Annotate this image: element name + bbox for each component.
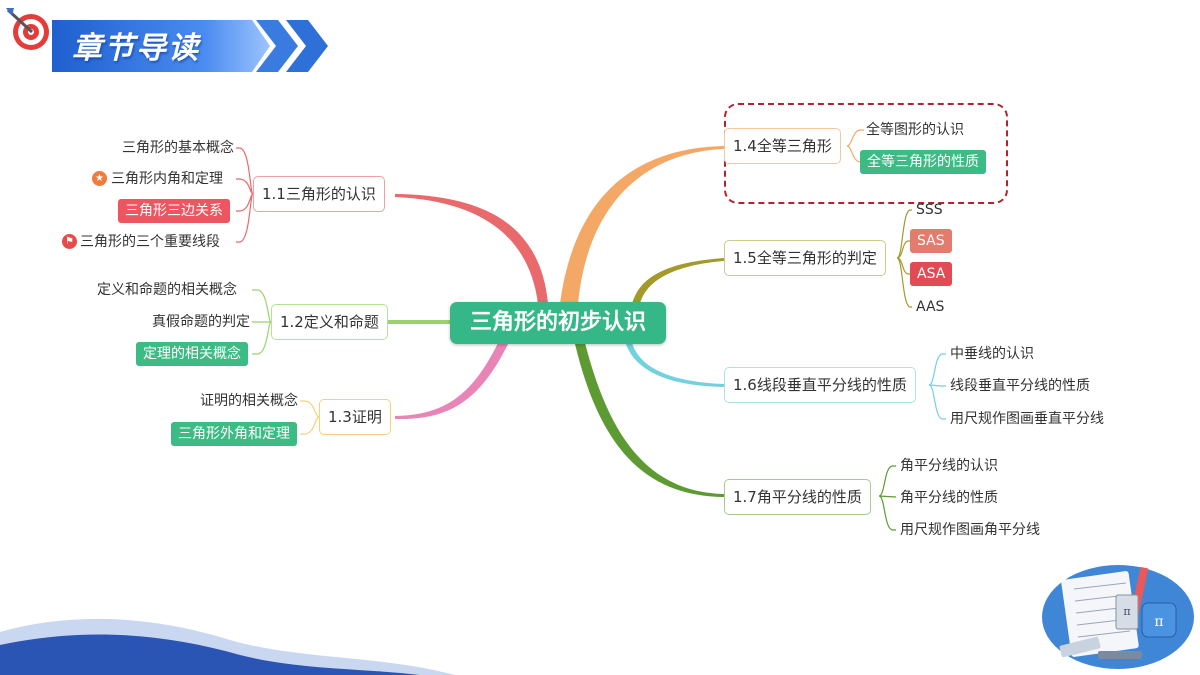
leaf-1-2-2[interactable]: 真假命题的判定 xyxy=(152,314,250,330)
leaf-1-2-1[interactable]: 定义和命题的相关概念 xyxy=(97,282,237,298)
leaf-1-1-3[interactable]: 三角形三边关系 xyxy=(118,199,230,223)
branch-link-1-3 xyxy=(395,343,508,420)
leaf-bracket-1-7 xyxy=(878,465,897,531)
leaf-1-5-4[interactable]: AAS xyxy=(916,299,945,315)
branch-1-6[interactable]: 1.6线段垂直平分线的性质 xyxy=(724,367,916,403)
leaf-1-5-1[interactable]: SSS xyxy=(916,202,943,218)
leaf-1-6-2[interactable]: 线段垂直平分线的性质 xyxy=(950,378,1090,394)
branch-link-1-5 xyxy=(632,258,724,304)
leaf-1-2-3[interactable]: 定理的相关概念 xyxy=(136,342,248,366)
leaf-bracket-1-5 xyxy=(896,209,912,308)
leaf-1-7-3[interactable]: 用尺规作图画角平分线 xyxy=(900,522,1040,538)
flag-icon: ⚑ xyxy=(62,234,77,249)
leaf-1-4-2[interactable]: 全等三角形的性质 xyxy=(860,150,986,174)
leaf-1-6-1[interactable]: 中垂线的认识 xyxy=(950,346,1034,362)
leaf-1-5-3[interactable]: ASA xyxy=(910,262,953,286)
leaf-bracket-1-1 xyxy=(236,147,254,243)
leaf-1-4-1[interactable]: 全等图形的认识 xyxy=(866,122,964,138)
leaf-1-1-1[interactable]: 三角形的基本概念 xyxy=(122,140,234,156)
leaf-1-1-4[interactable]: 三角形的三个重要线段 xyxy=(80,234,220,250)
leaf-bracket-1-2 xyxy=(252,289,272,355)
leaf-1-3-2[interactable]: 三角形外角和定理 xyxy=(171,422,297,446)
branch-1-2[interactable]: 1.2定义和命题 xyxy=(271,304,388,340)
branch-1-4[interactable]: 1.4全等三角形 xyxy=(724,128,841,164)
branch-link-1-7 xyxy=(575,343,724,497)
branch-link-1-4 xyxy=(560,146,724,304)
leaf-1-3-1[interactable]: 证明的相关概念 xyxy=(200,393,298,409)
leaf-bracket-1-4 xyxy=(846,129,864,163)
branch-1-5[interactable]: 1.5全等三角形的判定 xyxy=(724,240,886,276)
svg-text:π: π xyxy=(1123,605,1130,618)
leaf-1-7-1[interactable]: 角平分线的认识 xyxy=(900,458,998,474)
target-icon xyxy=(6,8,49,50)
leaf-1-1-2[interactable]: 三角形内角和定理 xyxy=(111,171,223,187)
branch-link-1-6 xyxy=(626,343,724,387)
leaf-1-6-3[interactable]: 用尺规作图画垂直平分线 xyxy=(950,411,1104,427)
leaf-bracket-1-6 xyxy=(928,353,947,420)
branch-1-3[interactable]: 1.3证明 xyxy=(319,399,391,435)
center-topic[interactable]: 三角形的初步认识 xyxy=(450,302,666,344)
header-title: 章节导读 xyxy=(72,31,200,66)
leaf-bracket-1-3 xyxy=(300,400,320,435)
star-icon: ★ xyxy=(92,171,107,186)
header-banner xyxy=(52,20,328,72)
leaf-1-7-2[interactable]: 角平分线的性质 xyxy=(900,490,998,506)
leaf-1-5-2[interactable]: SAS xyxy=(910,229,952,253)
branch-link-1-2 xyxy=(386,320,452,324)
math-illustration: π π xyxy=(1042,565,1194,669)
branch-1-1[interactable]: 1.1三角形的认识 xyxy=(253,176,385,212)
branch-link-1-1 xyxy=(395,194,548,304)
branch-1-7[interactable]: 1.7角平分线的性质 xyxy=(724,479,871,515)
svg-text:π: π xyxy=(1154,614,1163,630)
